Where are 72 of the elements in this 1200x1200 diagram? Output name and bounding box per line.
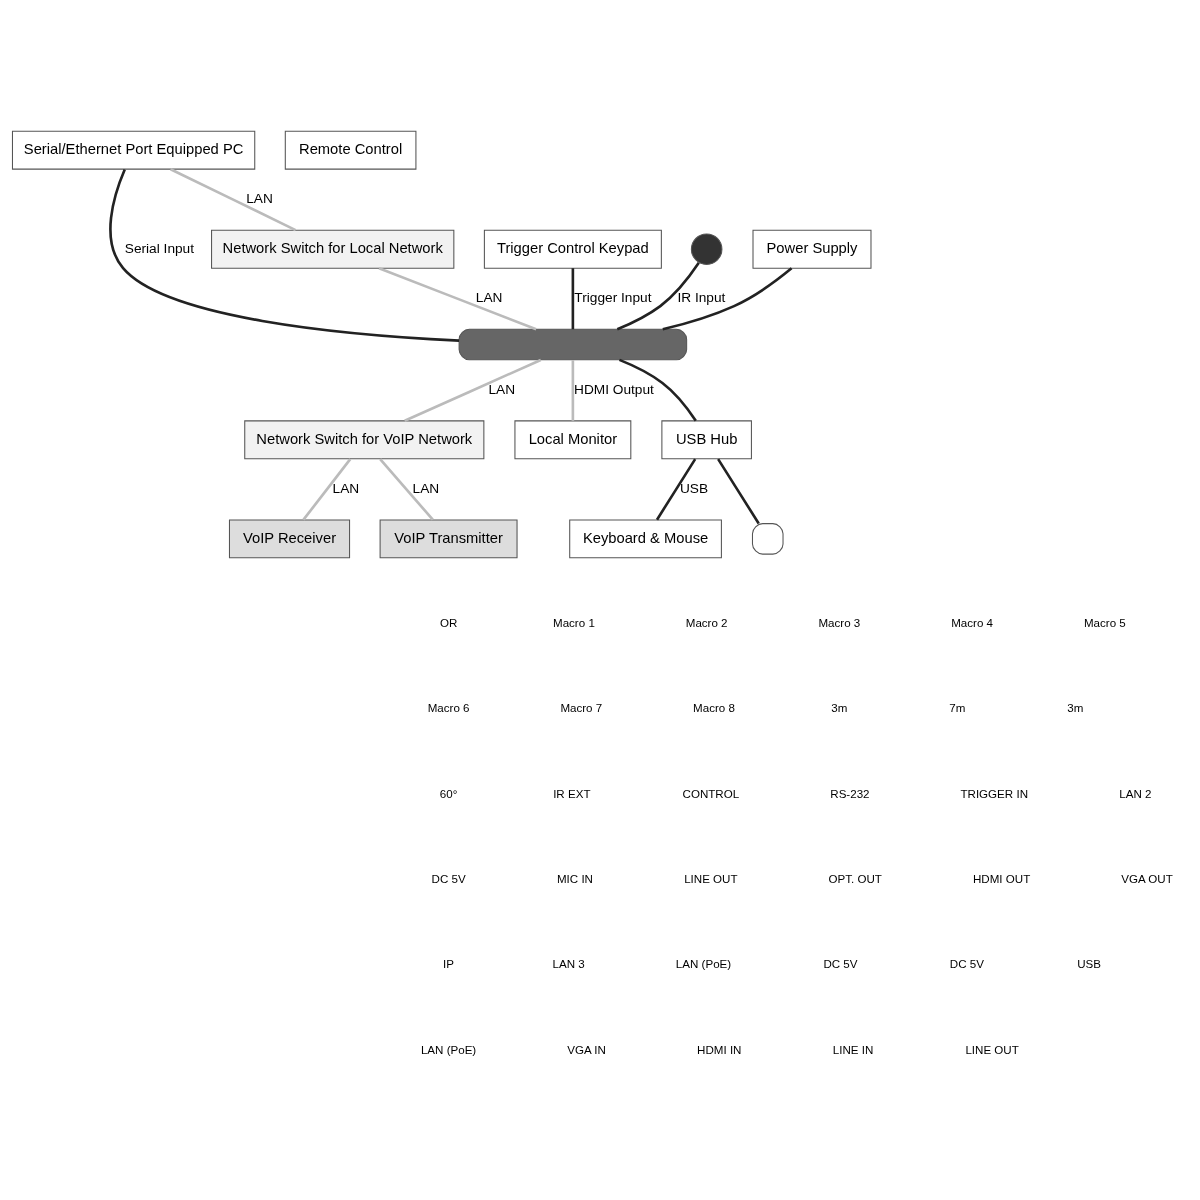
connector	[170, 167, 297, 231]
node-box: Keyboard & Mouse	[569, 518, 722, 558]
label: Macro 2	[685, 616, 728, 629]
node-box: VoIP Transmitter	[379, 518, 518, 558]
label: LAN 3	[552, 957, 585, 970]
connector	[404, 358, 542, 422]
label: RS-232	[830, 787, 870, 800]
label: Macro 6	[427, 701, 470, 714]
label: LAN (PoE)	[675, 957, 732, 970]
label: 3m	[1067, 701, 1084, 714]
edge-label: HDMI Output	[574, 381, 654, 397]
label: HDMI OUT	[972, 872, 1031, 885]
node-picture	[751, 522, 784, 555]
connector	[616, 261, 700, 330]
label: Macro 1	[553, 616, 595, 629]
node-box: Trigger Control Keypad	[483, 229, 662, 269]
label: LAN 2	[1119, 787, 1152, 800]
label: CONTROL	[682, 787, 740, 800]
label: 7m	[949, 701, 966, 714]
edge-label: Serial Input	[124, 240, 195, 256]
connector	[717, 457, 760, 524]
node-box: USB Hub	[661, 419, 752, 459]
edge-label: USB	[679, 480, 709, 496]
label: LINE OUT	[684, 872, 738, 885]
node-box: Local Monitor	[514, 419, 632, 459]
label: HDMI IN	[697, 1043, 742, 1056]
connector	[109, 168, 460, 342]
label: Macro 8	[693, 701, 735, 714]
label: USB	[1077, 957, 1101, 970]
connector	[571, 359, 575, 421]
label: OR	[439, 616, 458, 629]
node-box: Network Switch for Local Network	[211, 229, 455, 269]
connector	[571, 267, 575, 329]
edge-label: LAN	[246, 190, 273, 206]
label: DC 5V	[431, 872, 466, 885]
label: IR EXT	[553, 787, 591, 800]
label: TRIGGER IN	[960, 787, 1029, 800]
edge-label: LAN	[412, 480, 440, 496]
label: Macro 4	[951, 616, 994, 629]
label: DC 5V	[823, 957, 858, 970]
label: IP	[443, 957, 455, 970]
node-circle	[690, 232, 723, 265]
label: VGA OUT	[1121, 872, 1173, 885]
connector	[662, 266, 793, 330]
node-box: Remote Control	[284, 130, 417, 170]
label: Macro 3	[818, 616, 861, 629]
edge-label: LAN	[488, 381, 516, 397]
edge-label: LAN	[475, 289, 503, 305]
node-box: Serial/Ethernet Port Equipped PC	[11, 130, 256, 170]
node-box: VoIP Receiver	[228, 518, 351, 558]
edge-label: Trigger Input	[574, 289, 652, 305]
label: 60°	[439, 787, 458, 800]
edge-label: IR Input	[677, 289, 726, 305]
label: LINE OUT	[965, 1043, 1019, 1056]
connector	[379, 457, 434, 521]
connector	[655, 457, 697, 520]
connector	[302, 457, 352, 520]
edge-label: LAN	[332, 480, 360, 496]
label: 3m	[831, 701, 848, 714]
connector	[618, 358, 697, 421]
node-box	[458, 328, 688, 360]
label: MIC IN	[556, 872, 593, 885]
label: LINE IN	[832, 1043, 874, 1056]
label: OPT. OUT	[828, 872, 882, 885]
label: Macro 5	[1083, 616, 1126, 629]
connector	[378, 266, 537, 330]
label: DC 5V	[949, 957, 984, 970]
label: LAN (PoE)	[420, 1043, 477, 1056]
node-box: Network Switch for VoIP Network	[244, 419, 485, 459]
node-box: Power Supply	[752, 229, 872, 269]
label: Macro 7	[560, 701, 603, 714]
label: VGA IN	[567, 1043, 606, 1056]
